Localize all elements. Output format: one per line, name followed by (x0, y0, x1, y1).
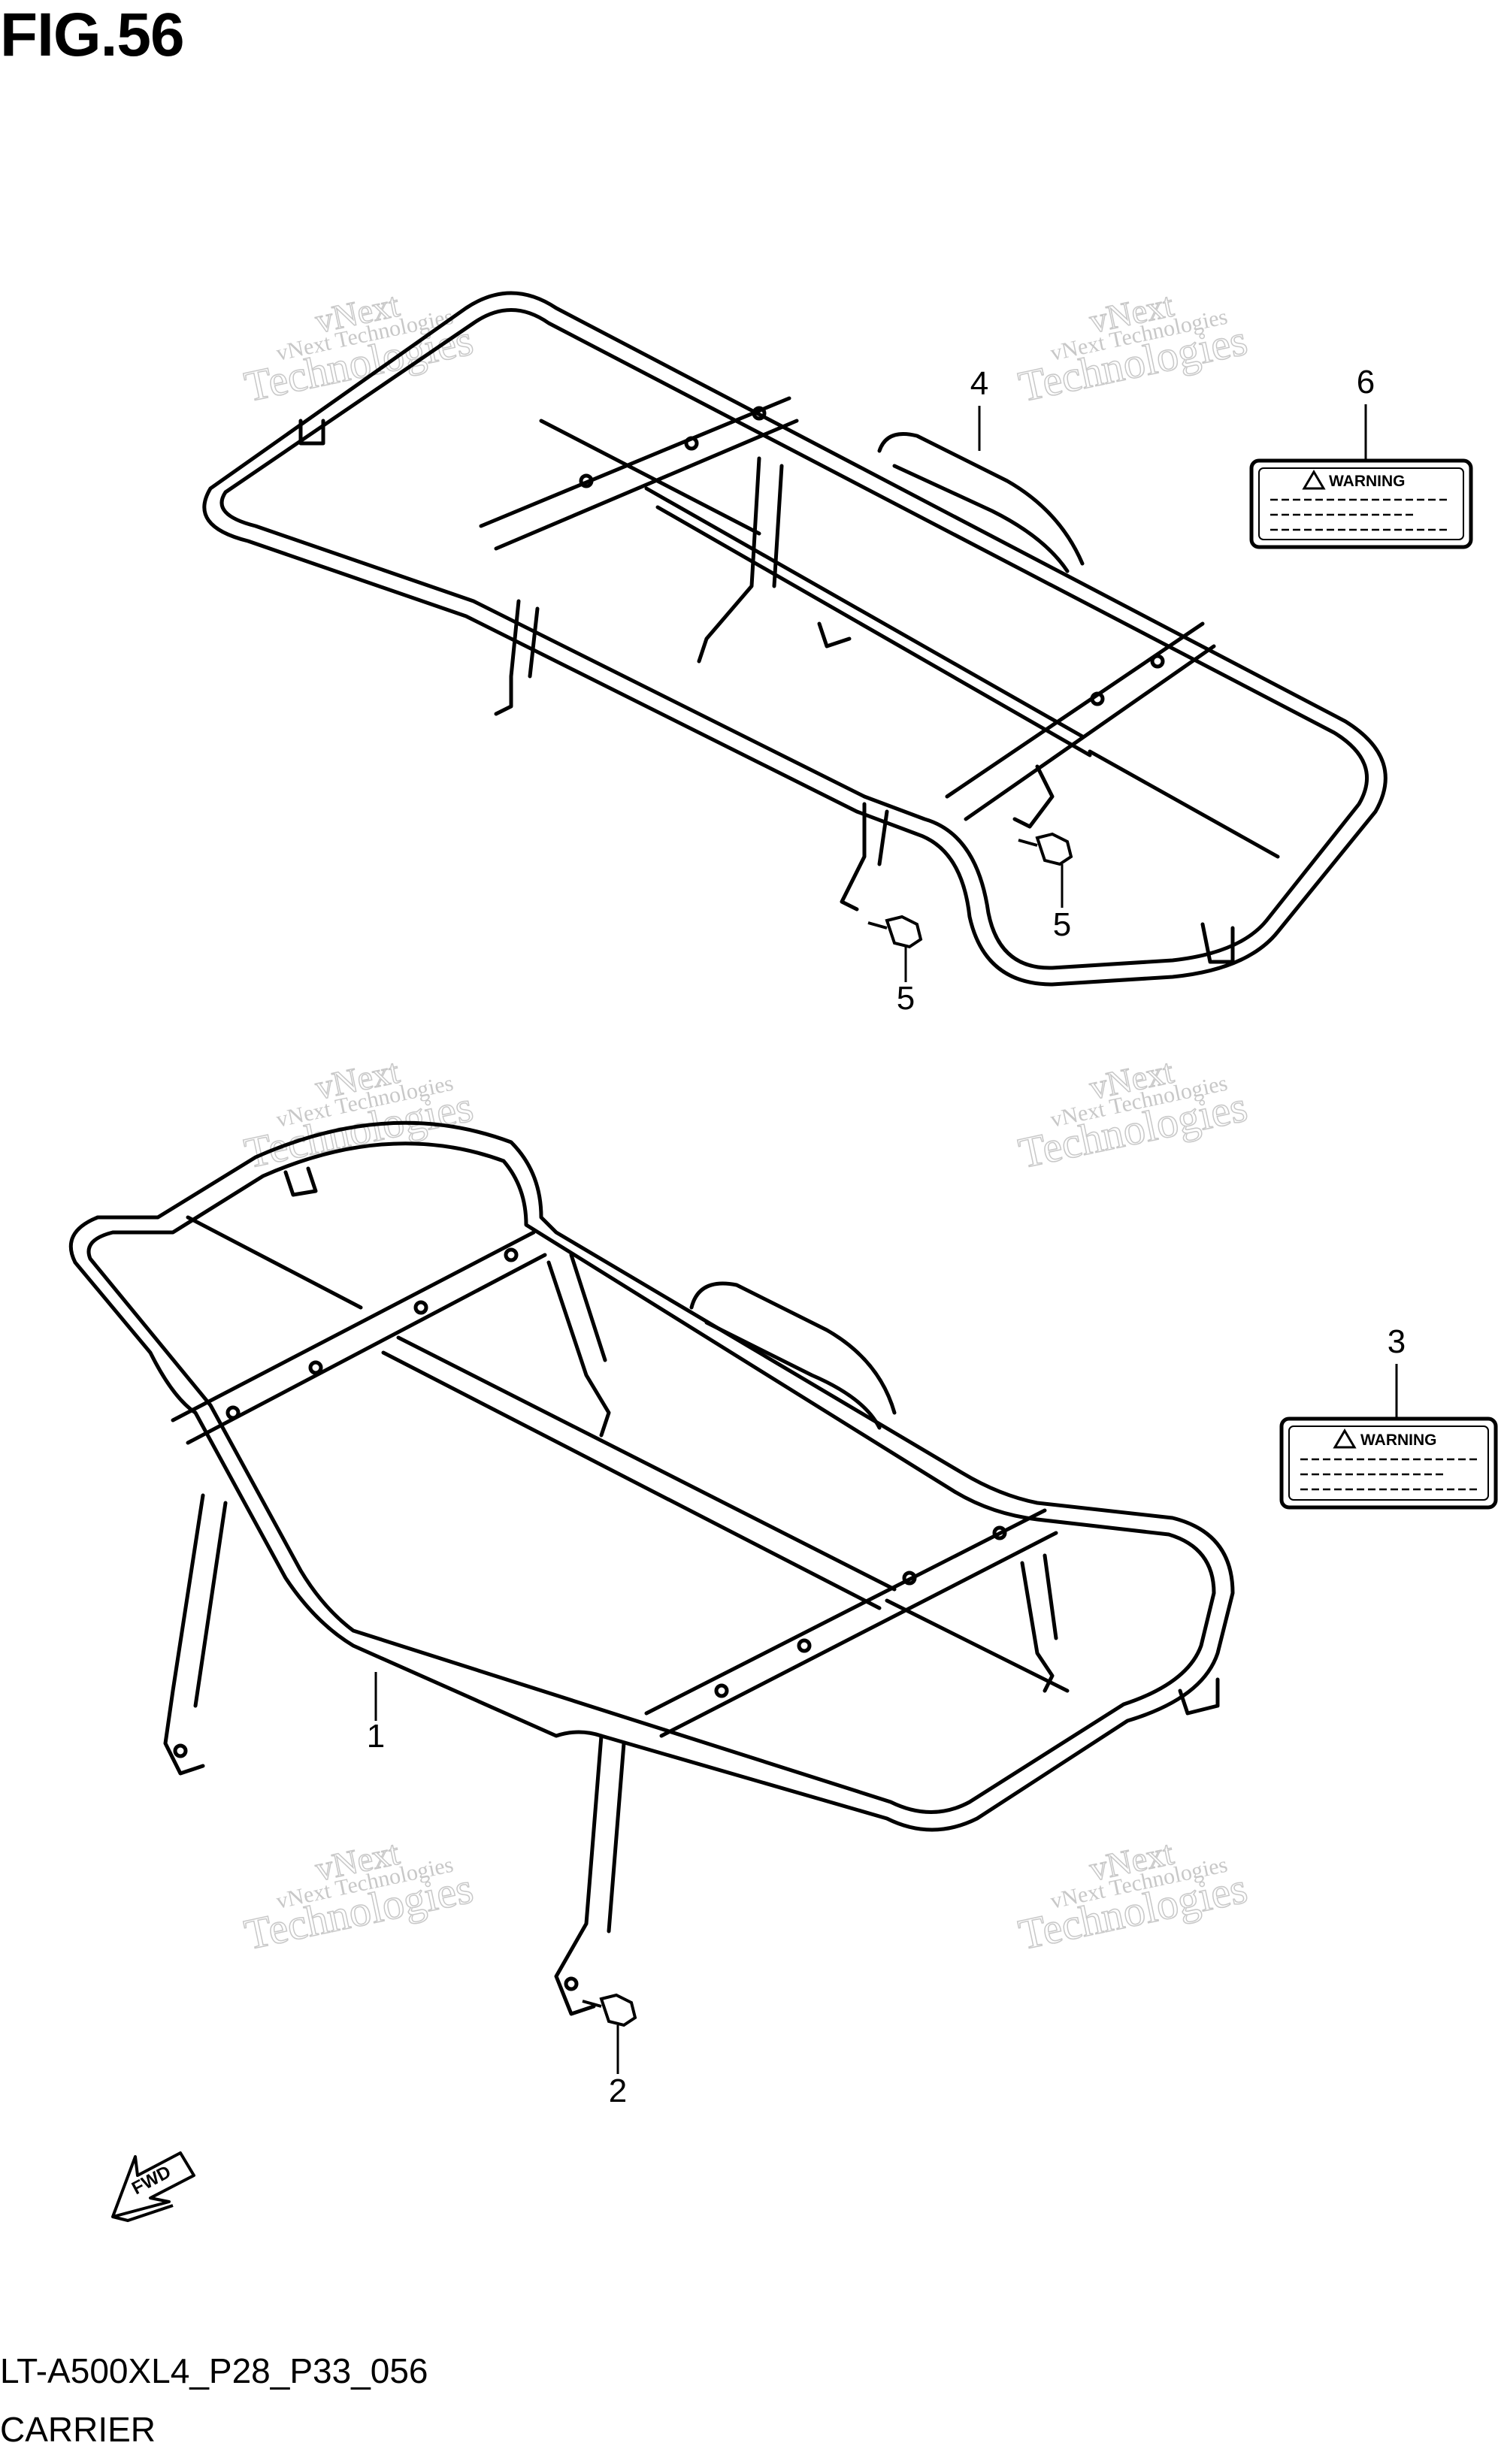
rear-carrier-bracket-1 (298, 419, 325, 446)
warning-label-6: WARNING (1249, 458, 1473, 549)
front-carrier-leg-right (1020, 1553, 1058, 1693)
rear-carrier-outer-tube (202, 291, 1388, 987)
front-carrier-leg-mid (546, 1253, 611, 1438)
callout-3: 3 (1388, 1323, 1406, 1419)
rear-carrier-inner-bar-2 (539, 419, 1280, 859)
bolt-hole (992, 1525, 1007, 1540)
svg-text:3: 3 (1388, 1323, 1406, 1360)
rear-carrier-bracket-3 (817, 621, 852, 649)
warning-triangle-icon (1333, 1429, 1357, 1449)
figure-title: FIG.56 (0, 1, 185, 69)
bolt-hole (564, 1976, 579, 1991)
watermark: vNext Technologies vNext Technologies (1014, 1833, 1252, 1960)
callout-1: 1 (367, 1672, 385, 1755)
front-carrier-crossbar-1 (171, 1230, 547, 1445)
svg-text:5: 5 (897, 980, 915, 1017)
bolt-hole (173, 1743, 188, 1758)
rear-carrier-bracket-2 (1200, 922, 1235, 964)
rear-carrier-leg-mid (697, 456, 784, 664)
front-carrier-leg-front (554, 1734, 626, 2016)
svg-text:6: 6 (1357, 364, 1375, 401)
bolt-hole (225, 1405, 241, 1420)
bolt-2 (582, 1993, 637, 2027)
rear-carrier-leg-right (840, 802, 889, 912)
callout-5a: 5 (1053, 864, 1071, 943)
front-carrier-bracket (1178, 1677, 1220, 1716)
bolt-icon (1018, 832, 1073, 866)
svg-text:WARNING: WARNING (1329, 473, 1406, 490)
rear-carrier-crossbar-1 (479, 396, 799, 551)
bolt-hole (413, 1300, 428, 1315)
bolt-hole (1150, 654, 1165, 669)
rear-carrier-crossbar-2 (945, 621, 1216, 821)
warning-label-3: WARNING (1279, 1416, 1498, 1510)
bolt-hole (684, 436, 699, 451)
bolt-hole (308, 1360, 323, 1375)
front-carrier-crossbar-2 (644, 1508, 1058, 1738)
watermark: vNext Technologies vNext Technologies (240, 1833, 478, 1960)
front-carrier-outer-tube (68, 1120, 1235, 1832)
figure-name: CARRIER (0, 2410, 156, 2449)
bolt-hole (579, 473, 594, 488)
figure-code: LT-A500XL4_P28_P33_056 (0, 2351, 428, 2390)
bolt-icon (582, 1993, 637, 2027)
bolt-hole (714, 1683, 729, 1698)
callouts: 4 6 5 5 3 1 2 (367, 364, 1406, 2109)
svg-text:5: 5 (1053, 906, 1071, 943)
callout-6: 6 (1357, 364, 1375, 461)
front-carrier-drawing (68, 1120, 1235, 2016)
callout-4: 4 (970, 365, 988, 451)
svg-text:4: 4 (970, 365, 988, 402)
rear-carrier-inner-bar-1 (644, 486, 1092, 757)
callout-2: 2 (609, 2025, 627, 2109)
svg-text:1: 1 (367, 1718, 385, 1755)
bolt-hole (752, 406, 767, 421)
rear-carrier-handle (877, 432, 1085, 573)
watermark: vNext Technologies vNext Technologies (240, 1051, 478, 1178)
fwd-arrow-icon: FWD (111, 2151, 195, 2223)
watermark: vNext Technologies vNext Technologies (1014, 285, 1252, 412)
bolt-hole (797, 1638, 812, 1653)
callout-5b: 5 (897, 945, 915, 1017)
front-carrier-leg-left (163, 1493, 228, 1776)
watermark: vNext Technologies vNext Technologies (1014, 1051, 1252, 1178)
rear-carrier-bracket-4 (1012, 764, 1055, 829)
bolt-hole (902, 1571, 917, 1586)
front-carrier-inner-bar-2 (186, 1215, 1070, 1693)
bolt-hole (504, 1247, 519, 1262)
rear-carrier-drawing (202, 291, 1388, 987)
front-carrier-inner-bar-1 (381, 1335, 897, 1610)
bolt-icon (867, 915, 923, 949)
front-carrier-inner-tube (86, 1141, 1216, 1814)
front-carrier-handle (689, 1281, 897, 1430)
warning-triangle-icon (1302, 470, 1326, 490)
front-carrier-bracket-rear (283, 1166, 318, 1197)
svg-text:2: 2 (609, 2072, 627, 2109)
svg-text:WARNING: WARNING (1360, 1432, 1437, 1449)
bolts-5 (867, 832, 1073, 949)
rear-carrier-leg-left (494, 599, 540, 716)
rear-carrier-inner-tube (219, 308, 1369, 970)
watermark: vNext Technologies vNext Technologies (240, 285, 478, 412)
bolt-hole (1090, 691, 1105, 706)
